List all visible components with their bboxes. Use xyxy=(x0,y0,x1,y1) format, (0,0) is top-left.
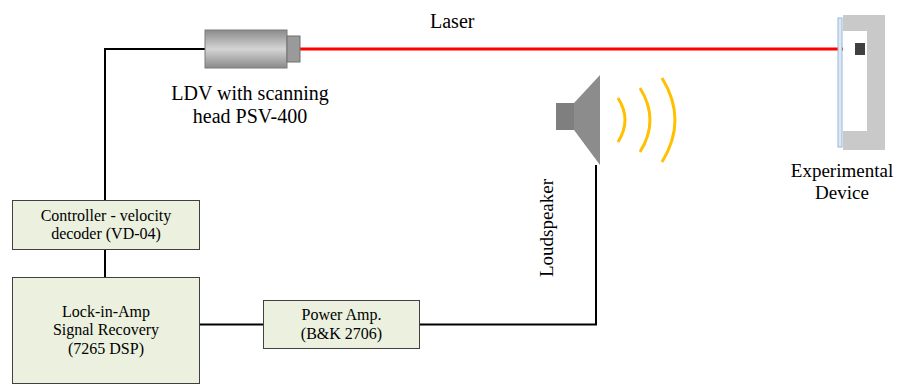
laser-beam xyxy=(300,48,855,51)
sound-wave xyxy=(618,98,625,142)
ldv-head-symbol xyxy=(205,28,300,70)
lock-in-amp-box: Lock-in-Amp Signal Recovery (7265 DSP) xyxy=(12,277,200,384)
power-amp-box: Power Amp. (B&K 2706) xyxy=(263,300,420,349)
box-label: Power Amp. (B&K 2706) xyxy=(296,306,388,343)
loudspeaker: Loudspeaker xyxy=(530,70,610,295)
signal-cable xyxy=(200,324,263,326)
loudspeaker-symbol xyxy=(550,70,610,165)
signal-cable xyxy=(420,165,596,325)
box-label: Lock-in-Amp Signal Recovery (7265 DSP) xyxy=(47,303,165,358)
signal-cable xyxy=(105,49,205,200)
node-caption: Experimental Device xyxy=(786,160,898,204)
experimental-device: Experimental Device xyxy=(785,10,899,225)
sound-wave xyxy=(640,88,650,152)
device-symbol xyxy=(835,15,885,150)
node-caption: Loudspeaker xyxy=(536,179,558,277)
edge-label: Laser xyxy=(430,10,474,33)
box-label: Controller - velocity decoder (VD-04) xyxy=(26,207,186,244)
signal-cable xyxy=(104,250,106,277)
ldv-scanning-head: LDV with scanning head PSV-400 xyxy=(160,20,340,140)
sound-wave xyxy=(662,78,675,162)
controller-box: Controller - velocity decoder (VD-04) xyxy=(12,200,200,250)
node-caption: LDV with scanning head PSV-400 xyxy=(168,82,333,128)
